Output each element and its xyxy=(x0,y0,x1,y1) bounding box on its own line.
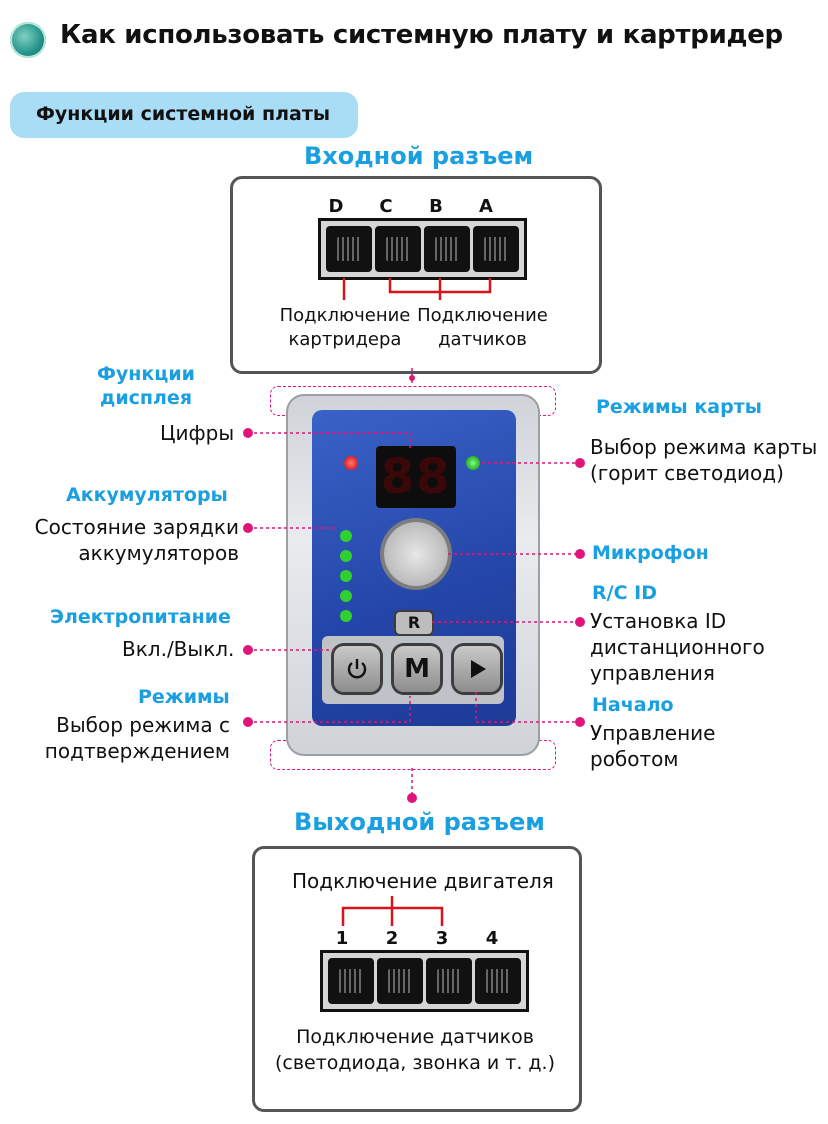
modes-heading: Режимы xyxy=(138,686,230,708)
port-letter-c: C xyxy=(379,196,393,217)
label-cartridge: Подключение картридера xyxy=(279,305,411,350)
output-port-4 xyxy=(475,958,521,1004)
dot xyxy=(575,458,585,468)
rc-id-button[interactable]: R xyxy=(396,612,432,634)
battery-led xyxy=(340,550,352,562)
power-icon xyxy=(347,659,367,679)
output-port-numbers: 1 2 3 4 xyxy=(317,928,517,949)
battery-led xyxy=(340,530,352,542)
power-button[interactable] xyxy=(334,646,380,692)
port-number-3: 3 xyxy=(435,928,449,949)
red-led xyxy=(344,456,358,470)
dot xyxy=(409,375,415,381)
section-pill: Функции системной платы xyxy=(10,92,358,138)
start-leader xyxy=(475,692,580,723)
port-number-4: 4 xyxy=(485,928,499,949)
sensor-output-label: Подключение датчиков (светодиода, звонка… xyxy=(274,1026,556,1074)
battery-state-label: Состояние зарядки аккумуляторов xyxy=(34,515,239,565)
input-port-block xyxy=(318,218,527,280)
start-button[interactable] xyxy=(454,646,500,692)
green-led xyxy=(466,456,480,470)
play-icon xyxy=(471,660,486,678)
dot xyxy=(575,617,585,627)
card-modes-heading: Режимы карты xyxy=(596,396,762,418)
port-letter-d: D xyxy=(328,196,344,217)
output-port-block xyxy=(320,950,529,1012)
display-heading: Функции дисплея xyxy=(97,363,195,409)
port-letter-b: B xyxy=(429,196,443,217)
port-number-1: 1 xyxy=(335,928,349,949)
modes-leader xyxy=(248,696,411,723)
input-port-d xyxy=(326,226,372,272)
dot xyxy=(407,793,417,803)
port-letter-a: A xyxy=(479,196,493,217)
output-port-3 xyxy=(426,958,472,1004)
input-port-letters: D C B A xyxy=(311,196,511,217)
digit-display: 88 xyxy=(376,446,456,508)
dot xyxy=(243,428,253,438)
microphone xyxy=(384,522,448,586)
rcid-desc: Установка ID дистанционного управления xyxy=(590,609,765,685)
rcid-heading: R/C ID xyxy=(592,582,657,604)
card-modes-desc: Выбор режима карты (горит светодиод) xyxy=(590,435,818,485)
dot xyxy=(575,549,585,559)
page-title: Как использовать системную плату и картр… xyxy=(60,20,783,50)
dot xyxy=(243,523,253,533)
port-number-2: 2 xyxy=(385,928,399,949)
start-desc: Управление роботом xyxy=(590,721,716,771)
label-sensors-input: Подключение датчиков xyxy=(417,305,548,350)
battery-led xyxy=(340,570,352,582)
output-connector-heading: Выходной разъем xyxy=(294,808,545,836)
input-port-b xyxy=(424,226,470,272)
mode-button[interactable]: M xyxy=(394,646,440,692)
logo-icon xyxy=(10,22,46,58)
power-heading: Электропитание xyxy=(50,606,231,628)
battery-leds xyxy=(340,530,352,622)
output-port-2 xyxy=(377,958,423,1004)
input-connector-heading: Входной разъем xyxy=(304,142,534,170)
power-toggle-label: Вкл./Выкл. xyxy=(122,637,235,661)
digits-label: Цифры xyxy=(160,421,235,445)
battery-led xyxy=(340,610,352,622)
dot xyxy=(243,645,253,655)
battery-led xyxy=(340,590,352,602)
dot xyxy=(243,717,253,727)
motor-label: Подключение двигателя xyxy=(292,869,554,893)
modes-desc-label: Выбор режима с подтверждением xyxy=(44,713,230,763)
section-pill-label: Функции системной платы xyxy=(36,103,331,125)
mic-heading: Микрофон xyxy=(592,542,709,564)
input-port-c xyxy=(375,226,421,272)
input-port-a xyxy=(473,226,519,272)
start-heading: Начало xyxy=(592,694,674,716)
battery-heading: Аккумуляторы xyxy=(66,484,228,506)
dot xyxy=(575,717,585,727)
digits-leader xyxy=(248,432,411,448)
output-port-1 xyxy=(328,958,374,1004)
